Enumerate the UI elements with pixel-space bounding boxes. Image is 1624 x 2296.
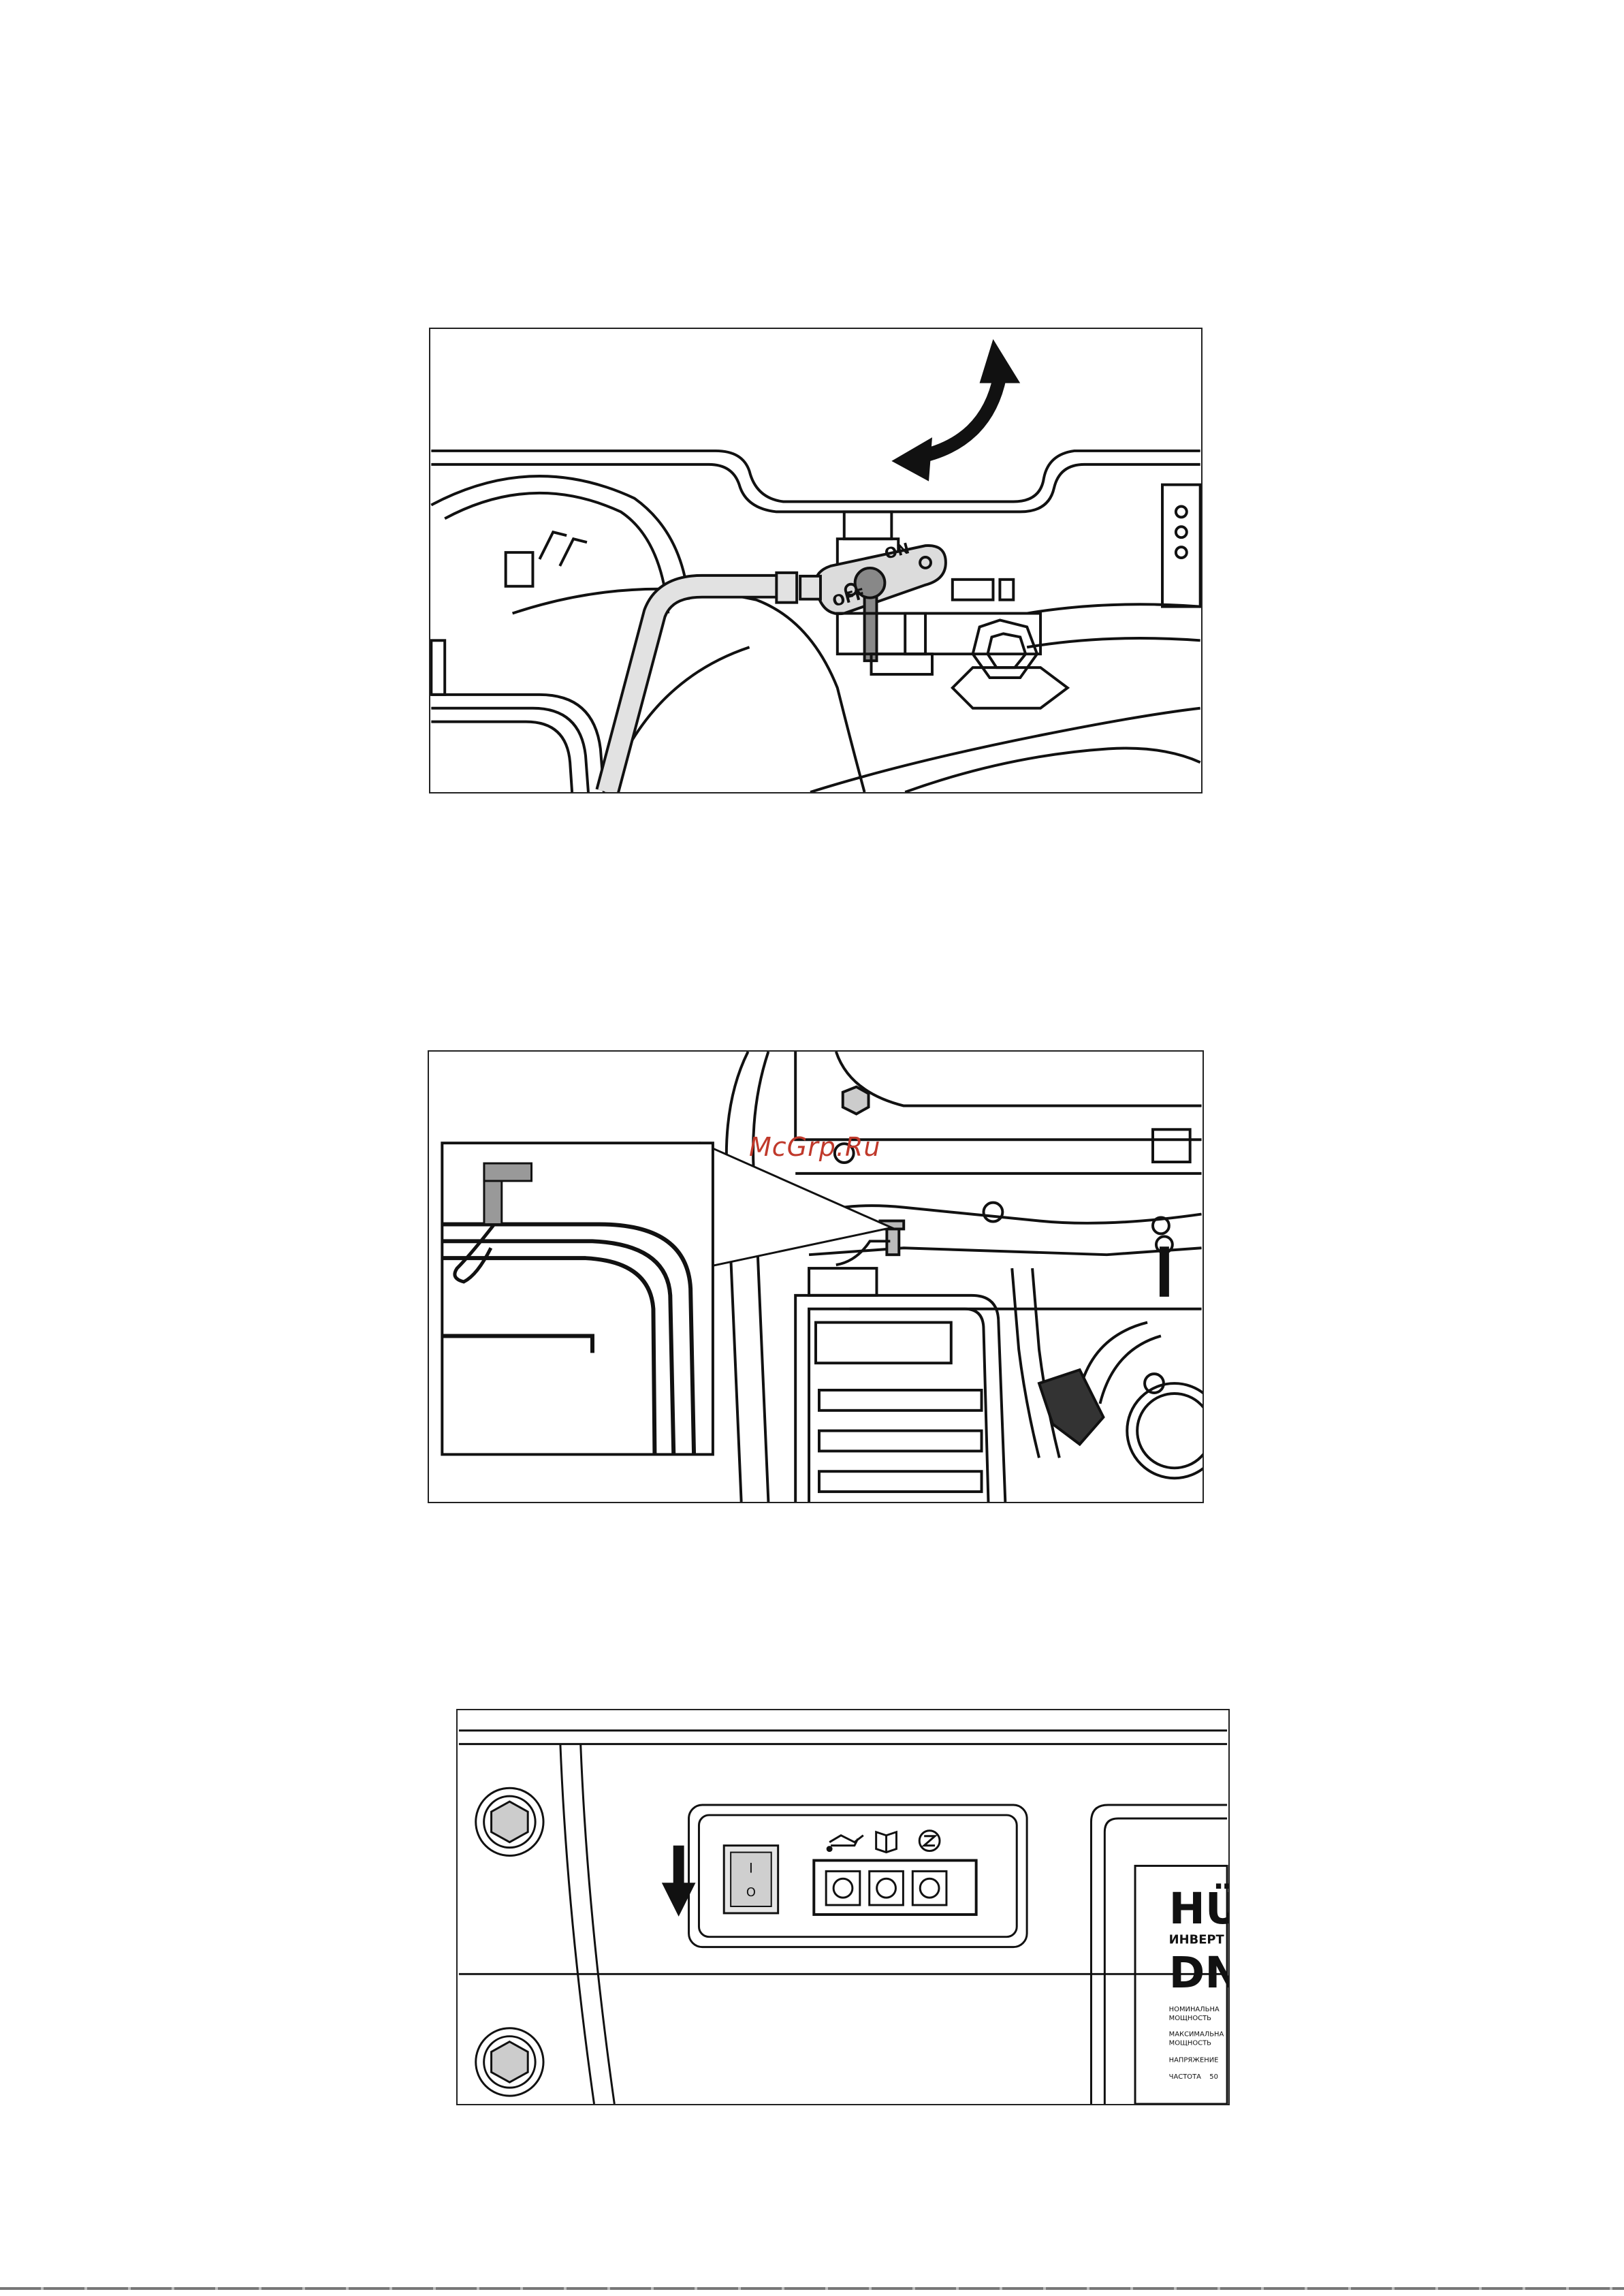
indicator-oil (826, 1871, 860, 1905)
watermark-text: McGrp.Ru (749, 1132, 880, 1162)
spec-3: НАПРЯЖЕНИЕ (1169, 2056, 1219, 2064)
figure-control-panel: I O (456, 1709, 1230, 2105)
indicator-manual (870, 1871, 904, 1905)
down-arrow-icon (662, 1846, 696, 1917)
spec-4-value: 50 (1209, 2073, 1218, 2081)
switch-off-mark: O (746, 1885, 756, 1900)
switch-on-mark: I (749, 1860, 753, 1876)
figure-choke-detail: McGrp.Ru (428, 1050, 1204, 1503)
spec-2a: МАКСИМАЛЬНА (1169, 2031, 1224, 2039)
fuel-valve-illustration: ON OFF (430, 329, 1201, 792)
page-footer-rule (0, 2287, 1624, 2290)
rocker-switch[interactable]: I O (724, 1846, 778, 1913)
oil-can-icon (827, 1836, 863, 1851)
figure-fuel-valve: ON OFF (429, 328, 1203, 793)
curved-double-arrow-icon (891, 339, 1020, 482)
label-line1: ИНВЕРТ (1169, 1933, 1225, 1947)
overload-icon (919, 1831, 940, 1851)
indicator-overload (912, 1871, 946, 1905)
spec-1b: МОЩНОСТЬ (1169, 2015, 1211, 2022)
choke-detail-illustration (429, 1052, 1203, 1502)
spec-2b: МОЩНОСТЬ (1169, 2040, 1211, 2047)
brand-text: HÜ (1169, 1883, 1228, 1934)
inset-detail-box (442, 1143, 713, 1454)
book-icon (876, 1832, 897, 1853)
control-panel-illustration: I O (458, 1710, 1228, 2104)
spec-4: ЧАСТОТА (1169, 2073, 1201, 2081)
model-text: DN (1169, 1947, 1228, 1998)
spec-1a: НОМИНАЛЬНА (1169, 2006, 1220, 2013)
